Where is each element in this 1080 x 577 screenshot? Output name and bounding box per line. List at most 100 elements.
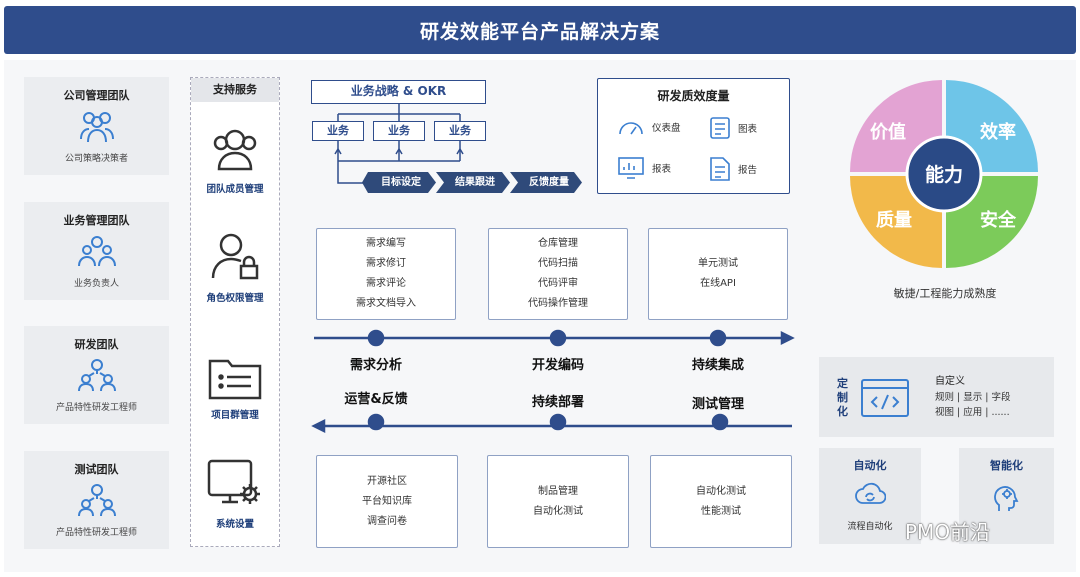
feature-item: 需求修订 — [366, 258, 406, 269]
feature-item: 仓库管理 — [538, 238, 578, 249]
support-item-roles[interactable]: 角色权限管理 — [191, 230, 279, 304]
business-box: 业务 — [373, 121, 425, 141]
feature-item: 代码评审 — [538, 278, 578, 289]
quality-panel: 研发质效度量 仪表盘 图表 报表 报告 — [597, 78, 790, 194]
team-title: 业务管理团队 — [63, 214, 130, 227]
flow-step: 结果跟进 — [455, 177, 495, 188]
chart-item[interactable]: 图表 — [710, 117, 757, 139]
watermark: PMO前沿 — [905, 520, 991, 544]
feature-item: 调查问卷 — [367, 515, 407, 527]
custom-line: 规则 | 显示 | 字段 — [935, 392, 1011, 403]
settings-icon — [207, 459, 260, 504]
automation-title: 自动化 — [853, 459, 887, 472]
customization-panel: 定制化 自定义 规则 | 显示 | 字段 视图 | 应用 | ...... — [819, 357, 1054, 437]
stage-label: 开发编码 — [531, 358, 584, 373]
team-icon — [79, 112, 114, 143]
feature-item: 制品管理 — [538, 485, 578, 497]
stage-label: 持续集成 — [691, 358, 744, 373]
intelligence-title: 智能化 — [990, 459, 1023, 472]
dashboard-icon — [619, 122, 643, 135]
team-card-business: 业务管理团队 业务负责人 — [24, 202, 169, 300]
maturity-label: 敏捷/工程能力成熟度 — [893, 287, 997, 300]
support-item-label: 项目群管理 — [211, 410, 259, 421]
support-item-label: 团队成员管理 — [206, 184, 264, 195]
stage-label: 运营&反馈 — [344, 392, 408, 407]
custom-title: 自定义 — [935, 376, 965, 387]
team-subtitle: 产品特性研发工程师 — [55, 528, 137, 538]
deploy-box: 制品管理 自动化测试 — [487, 455, 629, 548]
feature-item: 需求编写 — [366, 238, 406, 249]
team-subtitle: 业务负责人 — [73, 279, 119, 289]
quality-item-label: 图表 — [738, 124, 758, 135]
requirements-box: 需求编写 需求修订 需求评论 需求文档导入 — [316, 228, 456, 320]
stage-label: 测试管理 — [691, 397, 744, 412]
team-icon — [77, 484, 116, 517]
custom-line: 视图 | 应用 | ...... — [935, 407, 1010, 418]
team-title: 公司管理团队 — [63, 89, 130, 102]
team-subtitle: 公司策略决策者 — [64, 154, 128, 164]
support-item-members[interactable]: 团队成员管理 — [191, 123, 279, 195]
quadrant-label: 质量 — [876, 209, 912, 231]
test-box: 自动化测试 性能测试 — [650, 455, 792, 548]
folder-list-icon — [208, 359, 262, 400]
feature-item: 平台知识库 — [362, 495, 412, 507]
support-item-settings[interactable]: 系统设置 — [191, 458, 279, 530]
team-card-test: 测试团队 产品特性研发工程师 — [24, 451, 169, 549]
dashboard-item[interactable]: 仪表盘 — [618, 117, 681, 137]
quadrant-label: 安全 — [980, 209, 1017, 231]
lifecycle-timelines — [311, 329, 795, 434]
ai-head-icon — [993, 486, 1018, 511]
feature-item: 自动化测试 — [696, 485, 746, 497]
team-subtitle: 产品特性研发工程师 — [55, 403, 137, 413]
stage-label: 需求分析 — [349, 358, 402, 373]
stage-label: 持续部署 — [531, 395, 584, 410]
feature-item: 开源社区 — [367, 475, 407, 487]
team-members-icon — [213, 129, 257, 171]
flow-step: 反馈度量 — [529, 177, 569, 188]
team-card-dev: 研发团队 产品特性研发工程师 — [24, 326, 169, 424]
team-icon — [77, 359, 116, 392]
support-item-projects[interactable]: 项目群管理 — [191, 353, 279, 421]
page-title: 研发效能平台产品解决方案 — [4, 6, 1076, 54]
code-window-icon — [861, 379, 909, 417]
feature-item: 代码操作管理 — [528, 298, 588, 309]
quality-item-label: 仪表盘 — [652, 123, 681, 134]
quality-title: 研发质效度量 — [657, 89, 730, 103]
feature-item: 需求评论 — [366, 278, 406, 289]
feature-item: 代码扫描 — [538, 258, 578, 269]
quadrant-label: 效率 — [980, 121, 1016, 143]
automation-sub: 流程自动化 — [847, 522, 893, 532]
business-box: 业务 — [434, 121, 486, 141]
team-card-company: 公司管理团队 公司策略决策者 — [24, 77, 169, 175]
quality-item-label: 报表 — [652, 164, 672, 175]
ci-box: 单元测试 在线API — [648, 228, 788, 320]
report-table-item[interactable]: 报表 — [618, 157, 671, 179]
chart-icon — [710, 117, 730, 139]
strategy-connectors — [334, 104, 464, 184]
intelligence-panel: 智能化 — [959, 448, 1054, 544]
automation-panel: 自动化 流程自动化 — [819, 448, 921, 544]
feature-item: 性能测试 — [701, 505, 741, 517]
report-icon — [710, 157, 730, 181]
support-header: 支持服务 — [191, 78, 279, 102]
feature-item: 单元测试 — [698, 258, 738, 269]
code-box: 仓库管理 代码扫描 代码评审 代码操作管理 — [488, 228, 628, 320]
support-item-label: 角色权限管理 — [206, 293, 264, 304]
quality-item-label: 报告 — [738, 165, 758, 176]
support-item-label: 系统设置 — [215, 519, 254, 530]
business-box: 业务 — [312, 121, 364, 141]
feature-item: 在线API — [700, 278, 736, 289]
flow-step: 目标设定 — [381, 177, 421, 188]
feature-item: 自动化测试 — [533, 505, 583, 517]
team-title: 测试团队 — [74, 463, 119, 476]
team-title: 研发团队 — [74, 338, 119, 351]
feature-item: 需求文档导入 — [356, 298, 416, 309]
support-panel: 支持服务 团队成员管理 角色权限管理 项目群管理 系统设置 — [190, 77, 280, 547]
report-item[interactable]: 报告 — [710, 157, 757, 181]
capability-wheel: 能力 价值 效率 质量 安全 — [850, 80, 1038, 268]
cloud-sync-icon — [855, 482, 887, 504]
okr-box: 业务战略 & OKR — [311, 80, 486, 104]
report-table-icon — [618, 157, 644, 179]
team-icon — [77, 236, 116, 267]
custom-side-label: 定制化 — [837, 377, 848, 418]
